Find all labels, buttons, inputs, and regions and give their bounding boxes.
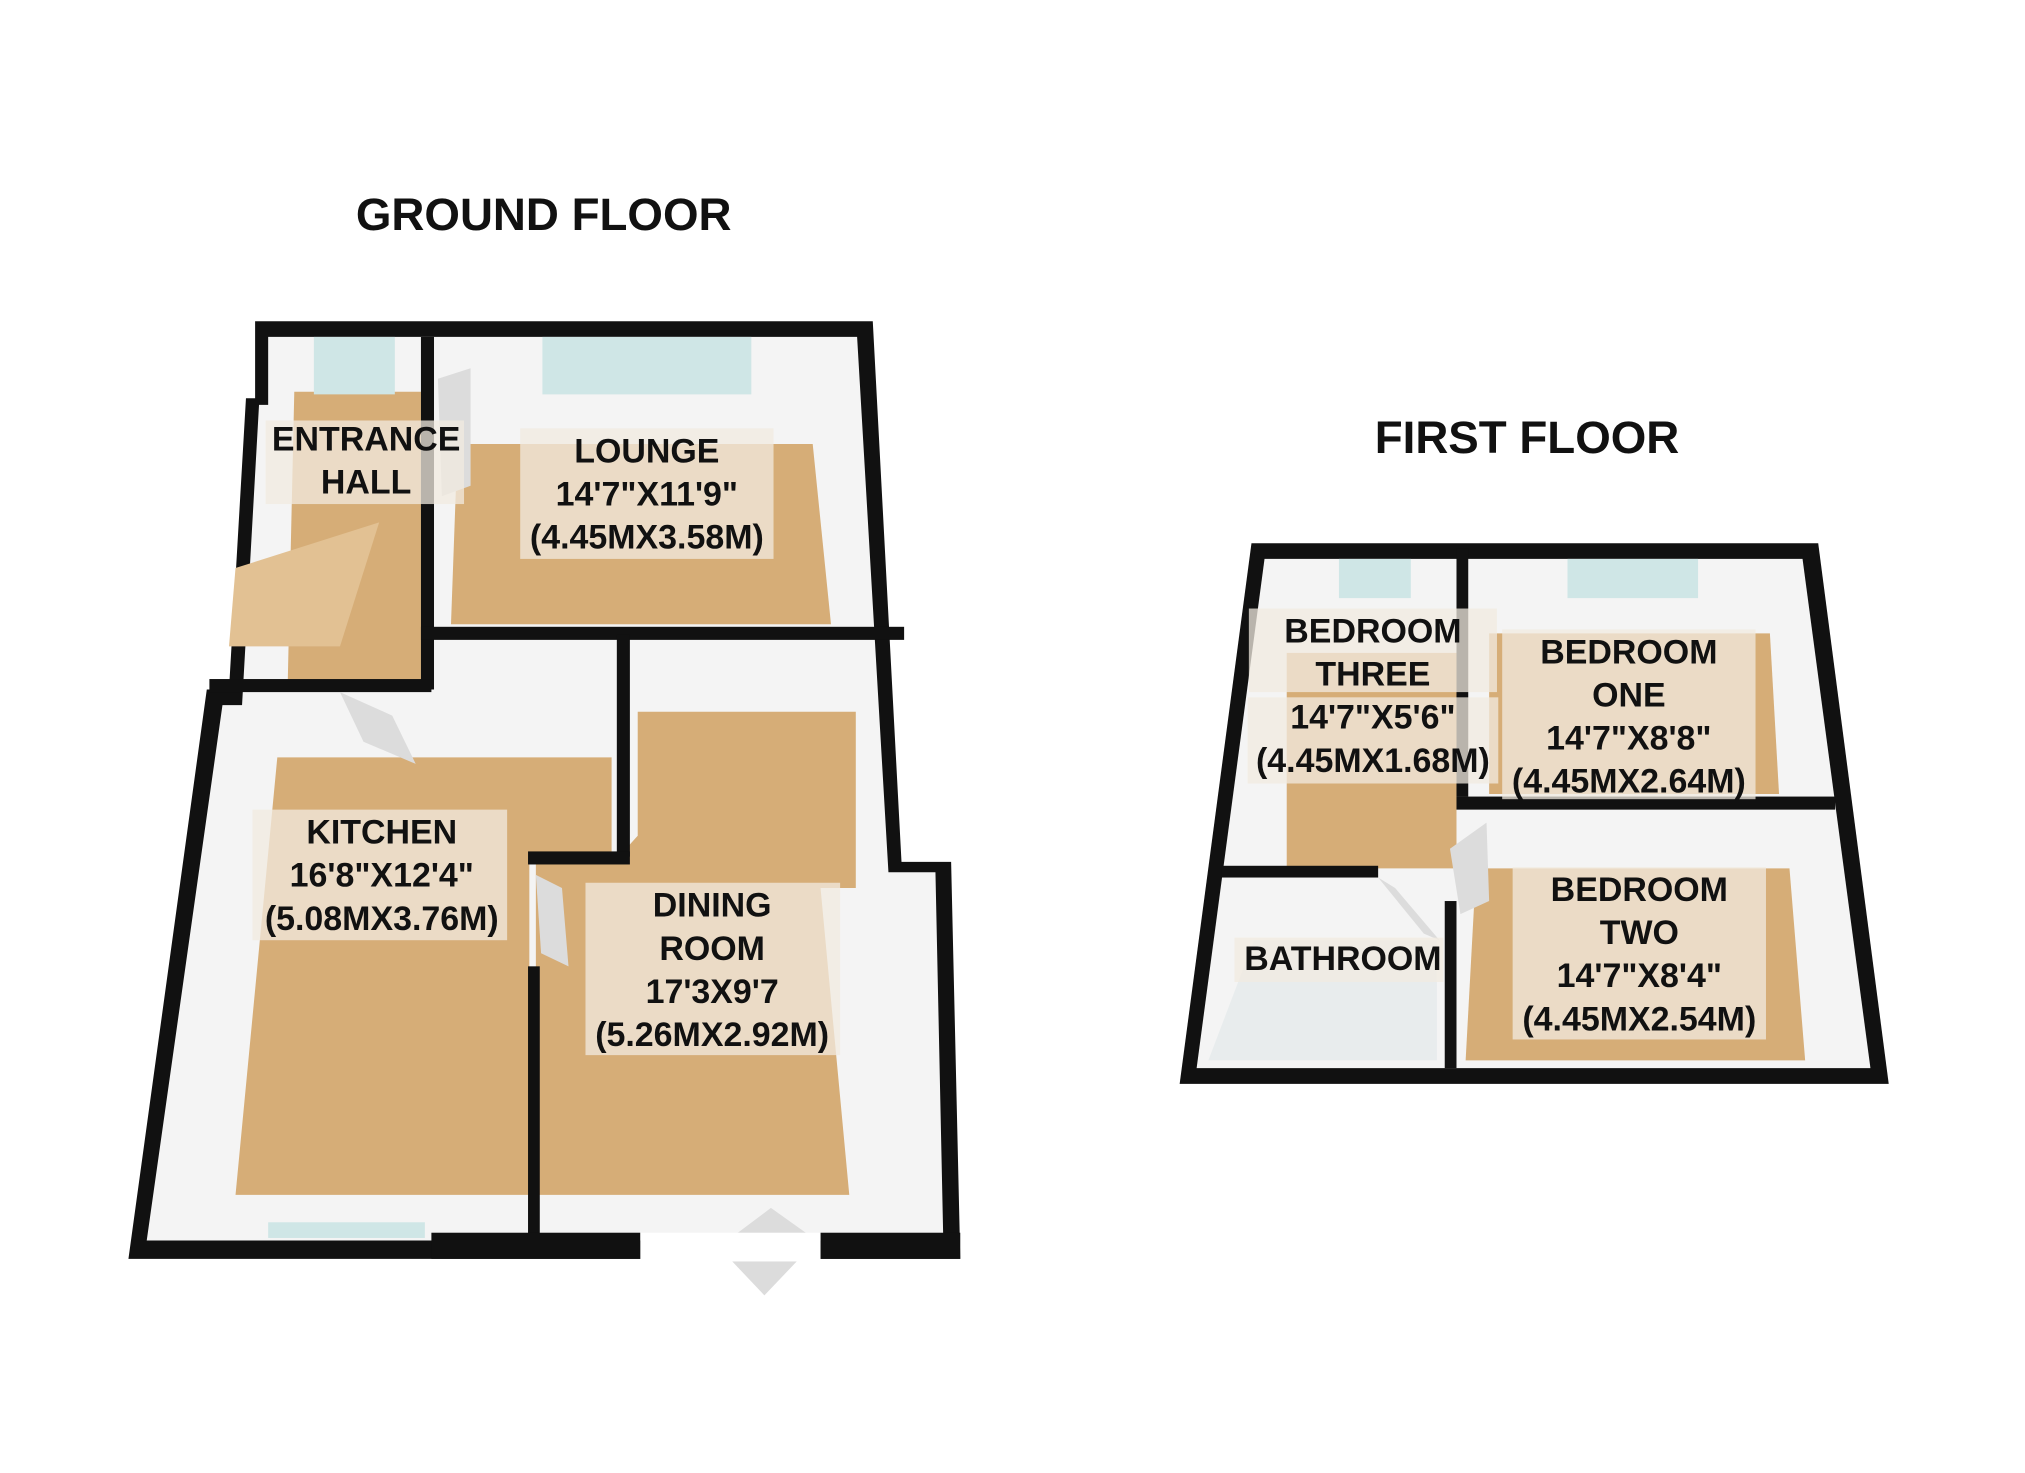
label-bg <box>265 420 465 505</box>
kitchen-dining-partition <box>528 966 540 1235</box>
room-name-bedroom-three-2: THREE <box>1315 656 1430 694</box>
kitchen-window <box>268 1222 425 1238</box>
room-dim-imperial-bedroom-three: 14'7"X5'6" <box>1290 699 1455 737</box>
first-floor-title: FIRST FLOOR <box>1375 412 1680 463</box>
room-name-entrance-hall: ENTRANCE <box>272 421 461 459</box>
room-name-dining-2: ROOM <box>659 930 765 968</box>
hall-kitchen-wall <box>209 679 432 693</box>
room-dim-metric-dining: (5.26MX2.92M) <box>595 1016 829 1054</box>
bathroom-east-wall <box>1444 901 1457 1069</box>
rear-wall-segment <box>820 1232 961 1259</box>
room-name-bedroom-two: BEDROOM <box>1551 871 1728 909</box>
rear-wall-segment <box>431 1232 641 1259</box>
label-bg <box>1248 608 1497 693</box>
room-dim-metric-bedroom-three: (4.45MX1.68M) <box>1256 742 1490 780</box>
label-bg <box>1502 629 1756 800</box>
room-name-dining: DINING <box>653 887 772 925</box>
room-dim-imperial-bedroom-two: 14'7"X8'4" <box>1557 957 1722 995</box>
ground-floor: GROUND FLOOR ENTRANCE <box>128 189 961 1296</box>
kitchen-dining-wall-step <box>528 851 630 865</box>
label-bg <box>252 809 508 941</box>
room-name-bedroom-two-2: TWO <box>1600 914 1679 952</box>
room-dim-metric-kitchen: (5.08MX3.76M) <box>265 900 499 938</box>
bedroom-three-window <box>1338 558 1411 599</box>
first-floor: FIRST FLOOR BEDROOM THREE 14'7"X5'6" (4.… <box>1179 412 1889 1084</box>
label-bg <box>520 428 774 559</box>
bedroom-one-window <box>1567 558 1699 599</box>
ground-floor-title: GROUND FLOOR <box>356 189 732 240</box>
bedroom-two-door <box>1449 822 1490 915</box>
room-name-bedroom-one-2: ONE <box>1592 676 1666 714</box>
room-dim-imperial-lounge: 14'7"X11'9" <box>556 475 738 513</box>
room-name-bedroom-one: BEDROOM <box>1540 633 1717 671</box>
lounge-window <box>542 336 752 395</box>
room-dim-imperial-dining: 17'3X9'7 <box>646 973 779 1011</box>
staircase <box>228 522 380 647</box>
room-dim-imperial-bedroom-one: 14'7"X8'8" <box>1546 720 1711 758</box>
bathroom-north-wall <box>1221 865 1379 878</box>
label-bg <box>1234 937 1444 982</box>
bedroom-one-two-wall <box>1456 796 1836 810</box>
room-dim-metric-bedroom-one: (4.45MX2.64M) <box>1512 763 1746 801</box>
room-name-kitchen: KITCHEN <box>306 814 457 852</box>
room-name-lounge: LOUNGE <box>574 432 719 470</box>
room-name-entrance-hall-2: HALL <box>321 464 411 502</box>
label-bg <box>585 882 841 1056</box>
kitchen-door <box>339 692 416 764</box>
room-dim-metric-bedroom-two: (4.45MX2.54M) <box>1522 1000 1756 1038</box>
room-name-bedroom-three: BEDROOM <box>1284 612 1461 650</box>
room-dim-metric-lounge: (4.45MX3.58M) <box>530 518 764 556</box>
kitchen-dining-wall <box>616 634 630 857</box>
label-bg <box>1247 697 1499 784</box>
dining-door <box>535 874 569 967</box>
room-dim-imperial-kitchen: 16'8"X12'4" <box>290 857 474 895</box>
label-bg <box>1512 867 1766 1040</box>
hall-window <box>313 336 395 395</box>
patio-opening <box>640 1232 821 1262</box>
lounge-south-wall <box>420 626 905 640</box>
room-name-bathroom: BATHROOM <box>1244 940 1441 978</box>
bathroom-door <box>1378 877 1440 941</box>
